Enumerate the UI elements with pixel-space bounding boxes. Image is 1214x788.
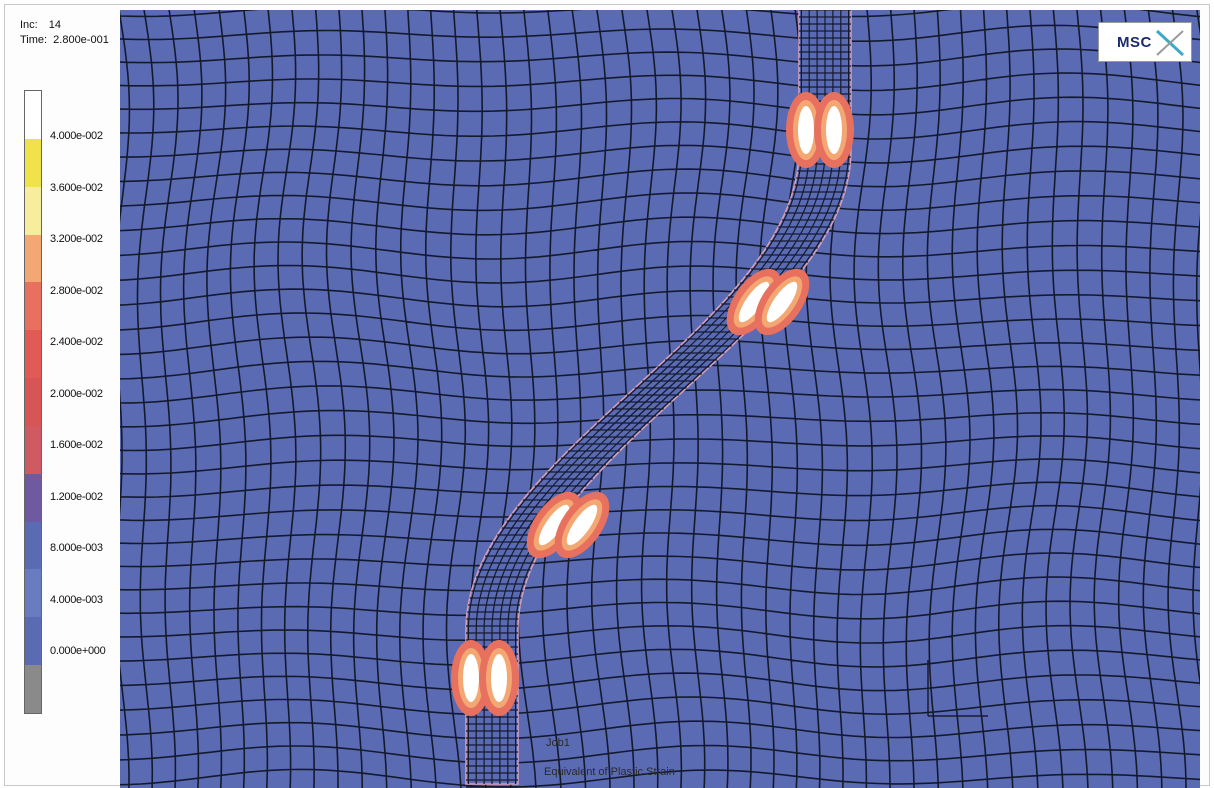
mesh-lines bbox=[120, 10, 1200, 788]
mesh-grid-path bbox=[120, 10, 1200, 788]
legend-swatch bbox=[25, 425, 41, 475]
legend-tick-label: 2.400e-002 bbox=[50, 336, 103, 348]
legend-swatch bbox=[25, 569, 41, 618]
legend-tick-label: 0.000e+000 bbox=[50, 645, 106, 657]
time-label: Time: bbox=[20, 34, 48, 46]
msc-x-logo-icon bbox=[1155, 29, 1185, 57]
strain-hotspot-core bbox=[491, 654, 507, 702]
legend-tick-label: 2.800e-002 bbox=[50, 284, 103, 297]
increment-value: 14 bbox=[48, 19, 62, 31]
msc-logo: MSC bbox=[1098, 22, 1192, 62]
legend-swatch bbox=[25, 282, 41, 331]
quantity-label: Equivalent of Plastic Strain bbox=[544, 766, 675, 778]
legend-tick-label: 4.000e-003 bbox=[50, 593, 103, 606]
legend-tick-label: 2.000e-002 bbox=[50, 387, 103, 400]
fe-mesh-plot bbox=[120, 10, 1200, 788]
strain-hotspot-core bbox=[826, 106, 842, 154]
legend-swatch bbox=[25, 473, 41, 523]
legend-tick-label: 1.200e-002 bbox=[50, 490, 103, 503]
strain-hotspot-core bbox=[566, 504, 598, 546]
time-value: 2.800e-001 bbox=[53, 34, 109, 46]
job-label: Job1 bbox=[546, 737, 570, 749]
legend-swatch bbox=[25, 378, 41, 427]
legend-swatch bbox=[25, 186, 41, 236]
legend-color-bar bbox=[24, 90, 42, 714]
logo-text: MSC bbox=[1117, 34, 1152, 51]
strain-hotspot-core bbox=[766, 281, 798, 323]
increment-time-info: Inc: 14 Time: 2.800e-001 bbox=[20, 18, 109, 48]
legend-swatch bbox=[25, 91, 41, 140]
increment-label: Inc: bbox=[20, 19, 38, 31]
legend-swatch bbox=[25, 138, 41, 188]
legend-swatch bbox=[25, 234, 41, 283]
legend-tick-label: 8.000e-003 bbox=[50, 542, 103, 554]
legend-swatch bbox=[25, 665, 41, 714]
legend-tick-label: 3.200e-002 bbox=[50, 233, 103, 245]
legend-swatch bbox=[25, 521, 41, 570]
strain-hotspot-core bbox=[463, 654, 479, 702]
legend-tick-label: 3.600e-002 bbox=[50, 181, 103, 194]
legend-tick-label: 4.000e-002 bbox=[50, 130, 103, 142]
legend-swatch bbox=[25, 617, 41, 666]
strain-hotspot-core bbox=[738, 281, 770, 323]
legend-tick-label: 1.600e-002 bbox=[50, 439, 103, 451]
legend-swatch bbox=[25, 330, 41, 379]
strain-hotspot-core bbox=[798, 106, 814, 154]
strain-hotspot-core bbox=[538, 504, 570, 546]
mesh-viewport[interactable]: Job1 Equivalent of Plastic Strain bbox=[120, 10, 1200, 788]
